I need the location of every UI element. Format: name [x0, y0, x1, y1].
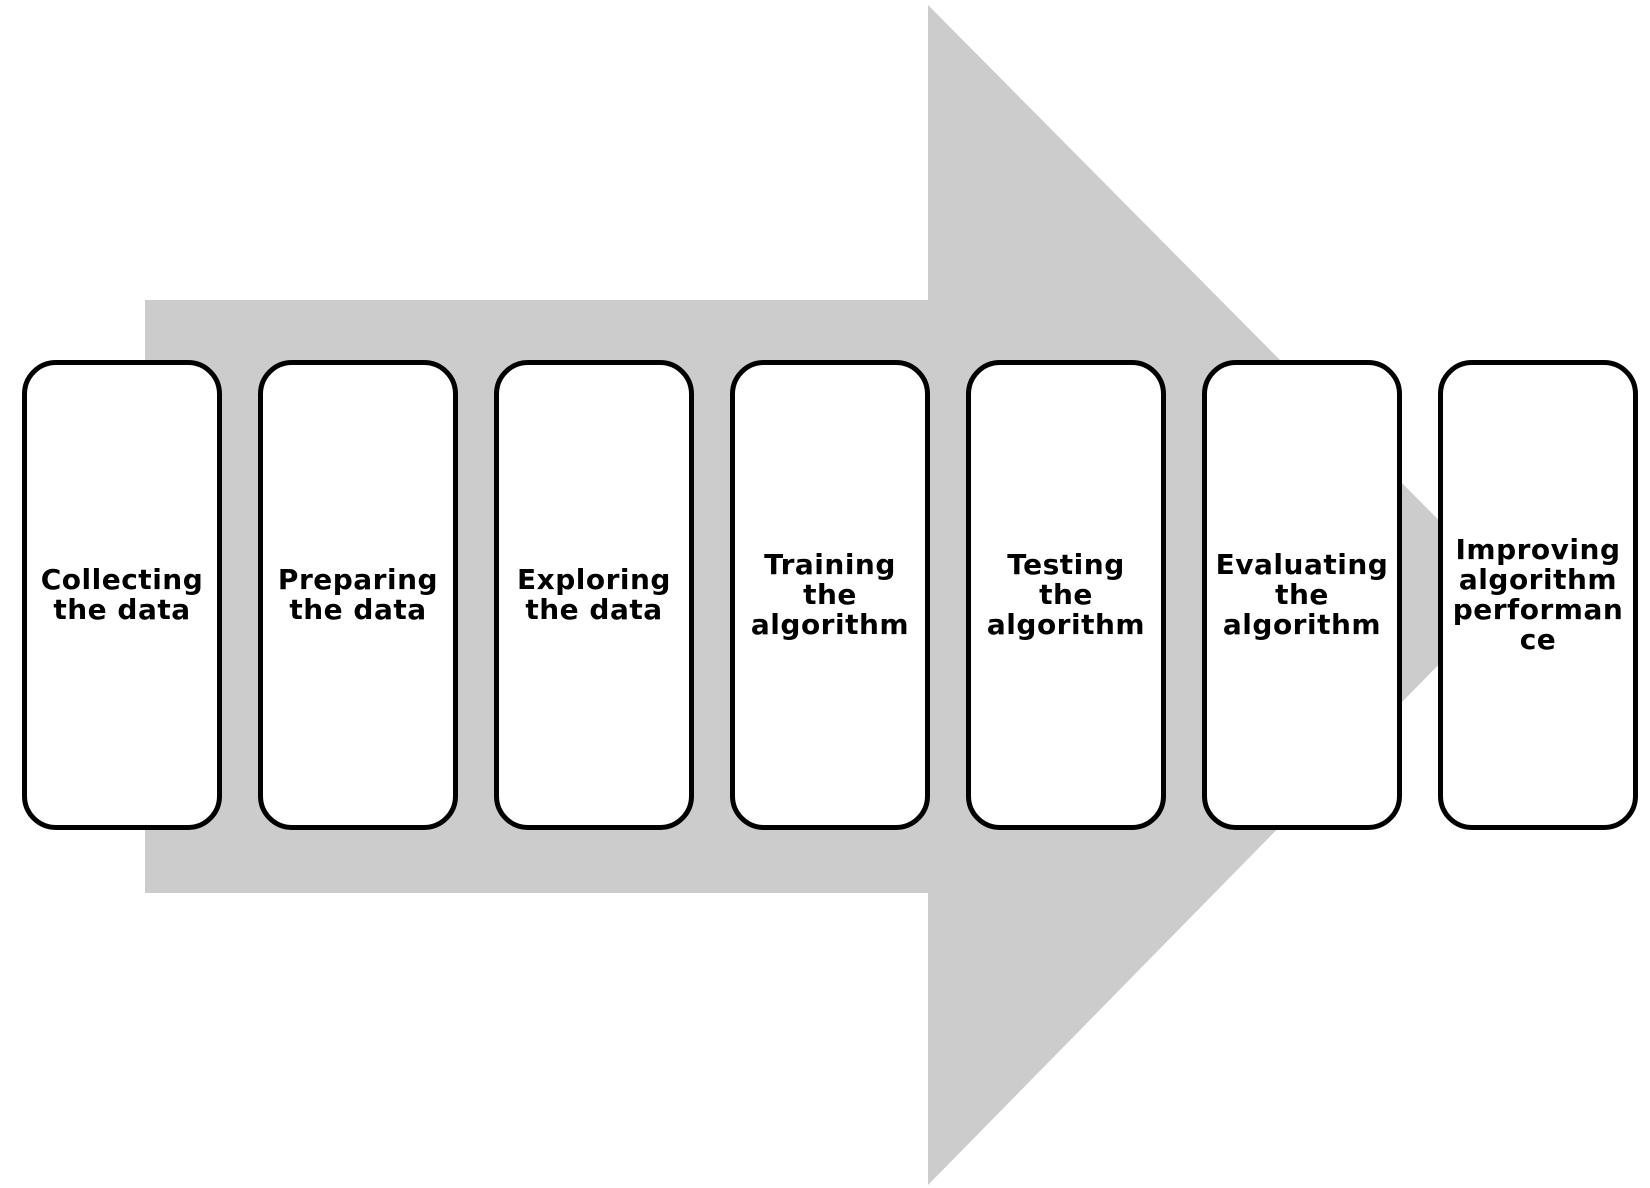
- step-label: Evaluating the algorithm: [1215, 548, 1389, 641]
- step-testing-algorithm: Testing the algorithm: [966, 360, 1166, 830]
- step-label: Improving algorithm performan ce: [1452, 533, 1624, 656]
- step-preparing-data: Preparing the data: [258, 360, 458, 830]
- step-label: Preparing the data: [277, 563, 439, 626]
- step-exploring-data: Exploring the data: [494, 360, 694, 830]
- step-label: Training the algorithm: [750, 548, 910, 641]
- step-label: Testing the algorithm: [986, 548, 1146, 641]
- step-collecting-data: Collecting the data: [22, 360, 222, 830]
- step-improving-performance: Improving algorithm performan ce: [1438, 360, 1638, 830]
- step-label: Exploring the data: [517, 563, 671, 626]
- step-label: Collecting the data: [40, 563, 204, 626]
- step-evaluating-algorithm: Evaluating the algorithm: [1202, 360, 1402, 830]
- step-training-algorithm: Training the algorithm: [730, 360, 930, 830]
